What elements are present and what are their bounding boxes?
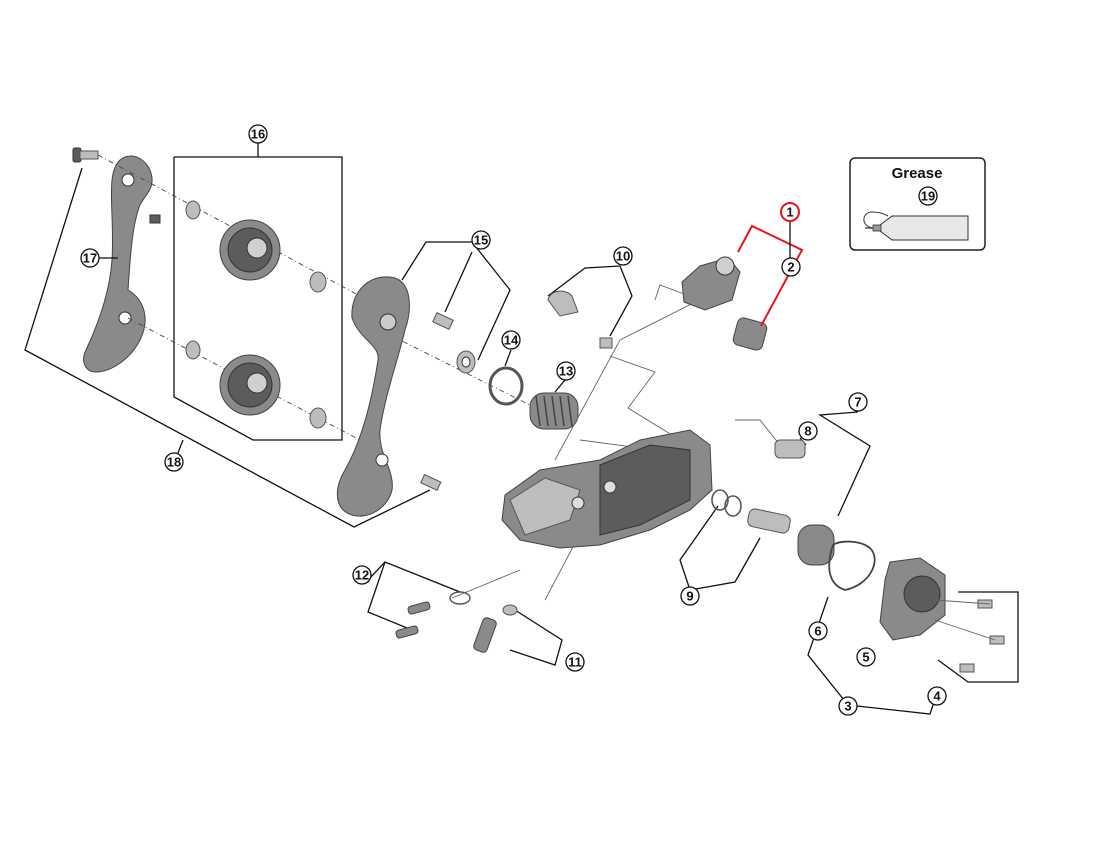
part-cage-bolt — [72, 147, 99, 163]
grease-tube-icon — [863, 211, 969, 241]
callout-9: 9 — [686, 589, 693, 604]
grease-title: Grease — [892, 165, 943, 182]
callout-4: 4 — [933, 689, 941, 704]
callout-12-group: 12 — [352, 565, 372, 585]
callout-5: 5 — [862, 650, 869, 665]
callout-16-group: 16 — [248, 124, 268, 157]
callout-1-group: 1 — [780, 202, 800, 222]
callout-13: 13 — [559, 364, 573, 379]
callout-18-group: 18 — [164, 452, 184, 472]
callout-10-group: 10 — [613, 246, 633, 266]
part-10-stopper — [547, 265, 633, 349]
callout-5-group: 5 — [856, 647, 876, 667]
part-outer-cage-plate — [336, 276, 410, 517]
part-5-cover — [879, 557, 946, 641]
callout-13-group: 13 — [556, 361, 576, 381]
part-13-spring — [529, 379, 579, 430]
callout-14-group: 14 — [501, 330, 521, 350]
callout-11: 11 — [568, 655, 582, 670]
part-16-tension-pulley-upper — [185, 200, 327, 293]
callout-3: 3 — [844, 699, 851, 714]
part-cage-stop-bolt — [420, 473, 442, 491]
callout-11-group: 11 — [565, 652, 585, 672]
part-15-assembly — [401, 241, 511, 374]
callout-15-group: 15 — [471, 230, 491, 250]
callout-12: 12 — [355, 568, 369, 583]
callouts: 1 2 3 4 5 6 7 8 — [80, 124, 947, 716]
callout-15: 15 — [474, 233, 488, 248]
callout-10: 10 — [616, 249, 630, 264]
callout-17: 17 — [83, 251, 97, 266]
callout-1: 1 — [786, 205, 793, 220]
part-main-body — [501, 429, 713, 549]
part-16-guide-pulley-lower — [185, 340, 327, 429]
part-11-pin — [473, 604, 563, 666]
callout-8: 8 — [804, 424, 811, 439]
callout-3-group: 3 — [838, 696, 858, 716]
callout-7-group: 7 — [848, 392, 868, 412]
callout-2: 2 — [787, 260, 794, 275]
callout-2-group: 2 — [781, 257, 801, 277]
highlight-bracket-1 — [737, 224, 804, 327]
part-6-cable-adjuster — [797, 524, 876, 591]
callout-4-group: 4 — [927, 686, 947, 706]
part-12-pins — [367, 561, 471, 639]
callout-6-group: 6 — [808, 621, 828, 641]
callout-19: 19 — [921, 189, 935, 204]
part-14-snap-ring — [488, 349, 524, 406]
callout-7: 7 — [854, 395, 861, 410]
part-4-screws — [934, 591, 1019, 683]
part-1-2-assembly — [681, 222, 804, 351]
callout-17-group: 17 — [80, 248, 118, 268]
callout-14: 14 — [504, 333, 519, 348]
callout-6: 6 — [814, 624, 821, 639]
callout-9-group: 9 — [680, 586, 700, 606]
grease-box: Grease 19 — [849, 157, 986, 251]
callout-16: 16 — [251, 127, 265, 142]
callout-18: 18 — [167, 455, 181, 470]
part-17-inner-plate — [83, 155, 161, 373]
callout-8-group: 8 — [798, 421, 818, 441]
part-7-8-assembly — [774, 411, 871, 517]
part-9-axle — [679, 489, 791, 591]
